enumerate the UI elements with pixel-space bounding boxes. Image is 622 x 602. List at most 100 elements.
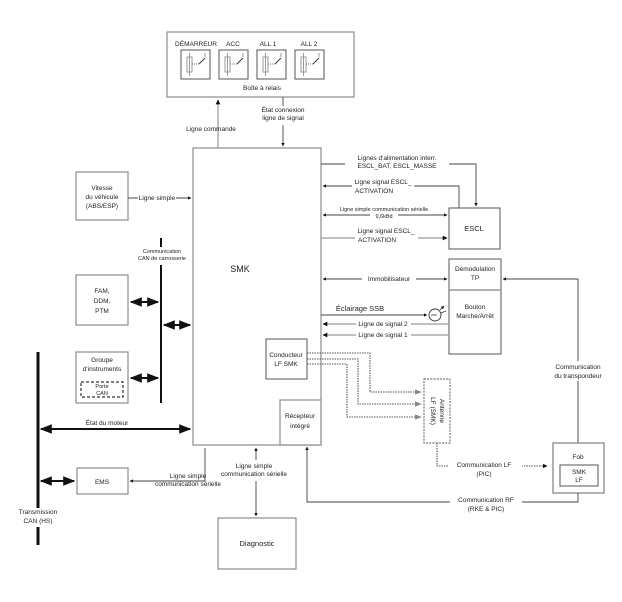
- lamp-icon: [428, 305, 447, 322]
- power-lines-label: ESCL_BAT, ESCL_MASSE: [358, 163, 438, 170]
- cluster-label: d'instruments: [83, 366, 122, 373]
- serial-9600-label: 9,6kBd: [375, 214, 392, 220]
- escl-activation-label: Ligne signal ESCL_: [354, 179, 411, 186]
- can-hs-label: CAN (HS): [24, 518, 53, 525]
- fam-label: DDM,: [94, 298, 111, 305]
- escl-power-lines: Lignes d'alimentation interr. ESCL_BAT, …: [321, 152, 478, 207]
- start-stop-button-block: Bouton Marche/Arrêt: [448, 289, 502, 355]
- lf-antenna-block: Antenne LF (SMK): [423, 378, 451, 444]
- simple-line-connection: Ligne simple: [128, 194, 192, 202]
- lf-driver-label: LF SMK: [274, 361, 298, 368]
- relay-label: ALL 1: [260, 41, 277, 48]
- ssb-lighting-label: Éclairage SSB: [336, 304, 384, 313]
- rf-communication-line: Communication RF (RKE & PIC): [305, 446, 579, 514]
- can-gate-label: Porte: [95, 384, 108, 390]
- relay-all2: ALL 2: [294, 41, 325, 80]
- diagnostic-serial-line: Ligne simple communication sérielle: [221, 447, 287, 517]
- signal-line-2-label: Ligne de signal 2: [358, 321, 408, 328]
- integrated-receiver-block: Récepteur intégré: [279, 399, 322, 446]
- escl-activation-line-1: Ligne signal ESCL_ ACTIVATION: [322, 176, 460, 208]
- can-hs-label: Transmission: [19, 509, 58, 516]
- fob-block: Fob SMK LF: [552, 442, 605, 494]
- fam-label: PTM: [95, 308, 109, 315]
- antenna-label: LF (SMK): [429, 397, 436, 425]
- ems-serial-label: communication sérielle: [155, 481, 221, 488]
- immobilizer-label: Immobilisateur: [368, 276, 411, 283]
- fam-ddm-ptm-block: FAM, DDM, PTM: [75, 274, 129, 326]
- vehicle-speed-block: Vitesse du véhicule (ABS/ESP): [75, 171, 129, 221]
- diagnostic-serial-label: Ligne simple: [236, 463, 273, 470]
- diagnostic-serial-label: communication sérielle: [221, 471, 287, 478]
- signal-state-connection: État connexion ligne de signal: [261, 97, 305, 147]
- relay-box-title: Boîte à relais: [243, 85, 282, 92]
- relay-label: DÉMARREUR: [175, 39, 217, 48]
- signal-state-label: État connexion: [261, 105, 304, 114]
- vehicle-speed-label: Vitesse: [91, 185, 113, 192]
- lf-driver-label: Conducteur: [269, 352, 303, 359]
- escl-activation-label: ACTIVATION: [358, 237, 396, 244]
- demodulation-tp-block: Démodulation TP: [448, 258, 502, 291]
- can-hs-bus: Transmission CAN (HS): [19, 352, 58, 545]
- relay-label: ALL 2: [301, 41, 318, 48]
- signal-line-2: Ligne de signal 2: [322, 320, 449, 328]
- escl-block: ESCL: [448, 207, 501, 250]
- ems-serial-label: Ligne simple: [170, 473, 207, 480]
- diagnostic-block: Diagnostic: [217, 517, 297, 570]
- serial-9600-label: Ligne simple communication sérielle: [340, 207, 428, 213]
- antenna-label: Antenne: [438, 399, 445, 424]
- button-label: Bouton: [465, 304, 486, 311]
- demodulation-label: TP: [471, 275, 479, 282]
- command-line-connection: Ligne commande: [186, 99, 236, 148]
- can-gate-label: CAN: [96, 391, 108, 397]
- lf-antenna-lines: [307, 352, 422, 420]
- body-can-label: Communication: [143, 249, 181, 255]
- signal-line-1: Ligne de signal 1: [322, 331, 449, 339]
- lf-driver-block: Conducteur LF SMK: [265, 338, 308, 380]
- relay-all1: ALL 1: [256, 41, 287, 80]
- escl-activation-label: Ligne signal ESCL_: [357, 228, 414, 235]
- signal-line-1-label: Ligne de signal 1: [358, 332, 408, 339]
- immobilizer-line: Immobilisateur: [322, 274, 448, 283]
- engine-state-line: État du moteur: [39, 418, 192, 434]
- demodulation-label: Démodulation: [455, 266, 495, 273]
- fob-smk-lf-label: LF: [575, 477, 583, 484]
- relay-switch-icon: [224, 53, 244, 76]
- relay-label: ACC: [226, 41, 240, 48]
- rf-communication-label: (RKE & PIC): [468, 506, 504, 513]
- body-can-label: CAN de carrosserie: [138, 256, 186, 262]
- ssb-lighting-line: Éclairage SSB: [321, 304, 447, 322]
- engine-state-label: État du moteur: [86, 418, 129, 427]
- diagnostic-label: Diagnostic: [239, 539, 274, 548]
- instrument-cluster-block: Groupe d'instruments Porte CAN: [75, 351, 129, 404]
- simple-line-label: Ligne simple: [139, 195, 176, 202]
- cluster-label: Groupe: [91, 357, 113, 364]
- lf-communication-label: (PIC): [476, 471, 491, 478]
- lf-communication-line: Communication LF (PIC): [436, 443, 548, 478]
- relay-switch-icon: [186, 53, 206, 76]
- relay-switch-icon: [262, 53, 282, 76]
- vehicle-speed-label: du véhicule: [86, 194, 119, 201]
- relay-demarreur: DÉMARREUR: [175, 39, 217, 80]
- escl-activation-label: ACTIVATION: [355, 188, 393, 195]
- relay-acc: ACC: [218, 41, 249, 80]
- smk-label: SMK: [230, 264, 250, 274]
- fam-label: FAM,: [94, 288, 109, 295]
- button-label: Marche/Arrêt: [456, 313, 494, 320]
- rf-communication-label: Communication RF: [458, 497, 514, 504]
- escl-serial-line: Ligne simple communication sérielle 9,6k…: [322, 205, 448, 220]
- power-lines-label: Lignes d'alimentation interr.: [358, 155, 437, 162]
- ems-serial-line: Ligne simple communication sérielle: [129, 448, 221, 488]
- vehicle-speed-label: (ABS/ESP): [86, 203, 118, 210]
- transponder-line: Communication du transpondeur: [502, 277, 608, 457]
- receiver-label: intégré: [290, 423, 310, 430]
- signal-state-label: ligne de signal: [262, 115, 304, 122]
- lf-communication-label: Communication LF: [457, 462, 512, 469]
- escl-label: ESCL: [464, 224, 484, 233]
- ems-label: EMS: [95, 479, 110, 486]
- command-line-label: Ligne commande: [186, 126, 236, 133]
- receiver-label: Récepteur: [285, 413, 316, 420]
- smk-block: SMK: [192, 147, 322, 446]
- relay-switch-icon: [300, 53, 320, 76]
- escl-activation-line-2: Ligne signal ESCL_ ACTIVATION: [321, 226, 448, 246]
